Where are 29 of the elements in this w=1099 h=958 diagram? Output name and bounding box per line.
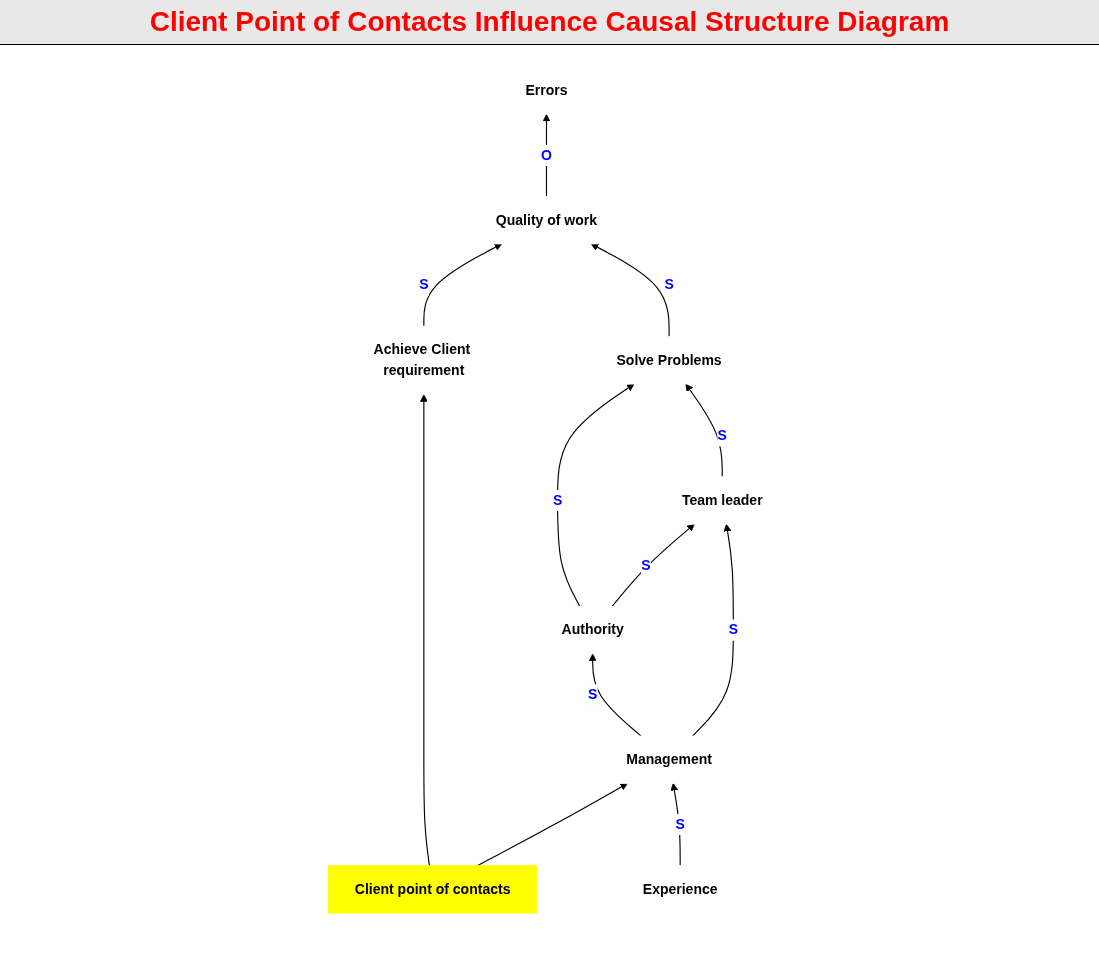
node-text: Solve Problems [616, 352, 722, 368]
node-text: Management [626, 751, 712, 767]
edge-label: S [675, 816, 685, 832]
edge-label: S [641, 557, 651, 573]
node-text: Errors [525, 82, 568, 98]
arrow [476, 783, 628, 867]
arrow [420, 394, 431, 867]
node-text: Achieve Client requirement [373, 342, 471, 378]
arrow [557, 383, 635, 608]
arrow [611, 523, 695, 608]
edge-label: S [664, 277, 674, 293]
edge-label: O [541, 147, 552, 163]
edge-label: S [728, 622, 739, 638]
arrow [588, 653, 642, 737]
edge-label: S [588, 687, 598, 702]
arrow [423, 243, 503, 327]
node-text: Team leader [681, 492, 763, 508]
arrow [685, 383, 723, 478]
edge-label: S [552, 492, 563, 508]
edge-label: S [717, 427, 727, 443]
arrow [542, 113, 551, 198]
arrow [692, 523, 734, 737]
diagram-title: Client Point of Contacts Influence Causal Structure Diagram [0, 0, 1099, 45]
arrow [590, 243, 670, 338]
node-text: Authority [561, 622, 624, 638]
edge-label: S [419, 277, 429, 293]
node-box: Client point of contacts [328, 865, 538, 914]
node-text: Quality of work [495, 212, 598, 228]
node-text: Experience [642, 881, 718, 897]
